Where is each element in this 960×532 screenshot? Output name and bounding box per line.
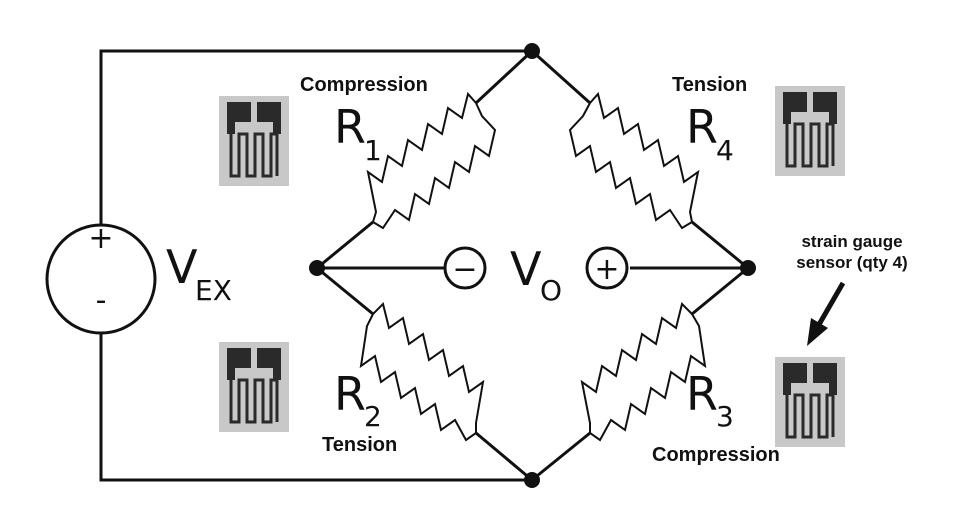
vo-plus-symbol: + bbox=[594, 252, 619, 287]
strain-gauge-icon bbox=[217, 340, 291, 434]
r3-label: R bbox=[686, 367, 718, 421]
resistor-r2 bbox=[359, 302, 485, 442]
r4-subscript: 4 bbox=[716, 134, 734, 167]
vo-minus-symbol: − bbox=[452, 252, 477, 287]
vo-minus-terminal bbox=[443, 246, 487, 290]
node-left bbox=[309, 260, 325, 276]
annotation-line1: strain gauge bbox=[801, 232, 902, 251]
strain-gauge-icon bbox=[773, 84, 847, 178]
r2-label: R bbox=[334, 367, 366, 421]
r2-subscript: 2 bbox=[364, 400, 382, 433]
r3-subscript: 3 bbox=[716, 400, 734, 433]
r1-label: R bbox=[334, 100, 366, 154]
vex-subscript: EX bbox=[195, 274, 232, 307]
node-top bbox=[524, 43, 540, 59]
vex-label: V bbox=[166, 240, 198, 294]
vo-plus-terminal bbox=[585, 246, 629, 290]
annotation-line2: sensor (qty 4) bbox=[796, 253, 907, 272]
source-plus-label: + bbox=[88, 221, 113, 256]
resistor-r3 bbox=[580, 302, 707, 442]
node-right bbox=[740, 260, 756, 276]
r2-state: Tension bbox=[322, 434, 397, 456]
vo-subscript: O bbox=[540, 274, 562, 307]
top-wire bbox=[99, 49, 532, 226]
r1-state: Compression bbox=[300, 74, 428, 96]
strain-gauge-icon bbox=[217, 94, 291, 188]
annotation-arrow-icon bbox=[807, 281, 846, 346]
node-bottom bbox=[524, 472, 540, 488]
source-minus-label: - bbox=[96, 283, 107, 318]
bottom-wire bbox=[99, 333, 532, 482]
resistor-r1 bbox=[366, 91, 497, 230]
strain-gauge-icon bbox=[773, 355, 847, 449]
r1-subscript: 1 bbox=[364, 134, 382, 167]
vo-label: V bbox=[510, 242, 542, 296]
r4-state: Tension bbox=[672, 74, 747, 96]
voltage-source bbox=[45, 223, 157, 335]
resistor-r4 bbox=[568, 91, 700, 230]
r3-state: Compression bbox=[652, 444, 780, 466]
r4-label: R bbox=[686, 100, 718, 154]
bridge-wires bbox=[316, 49, 749, 482]
